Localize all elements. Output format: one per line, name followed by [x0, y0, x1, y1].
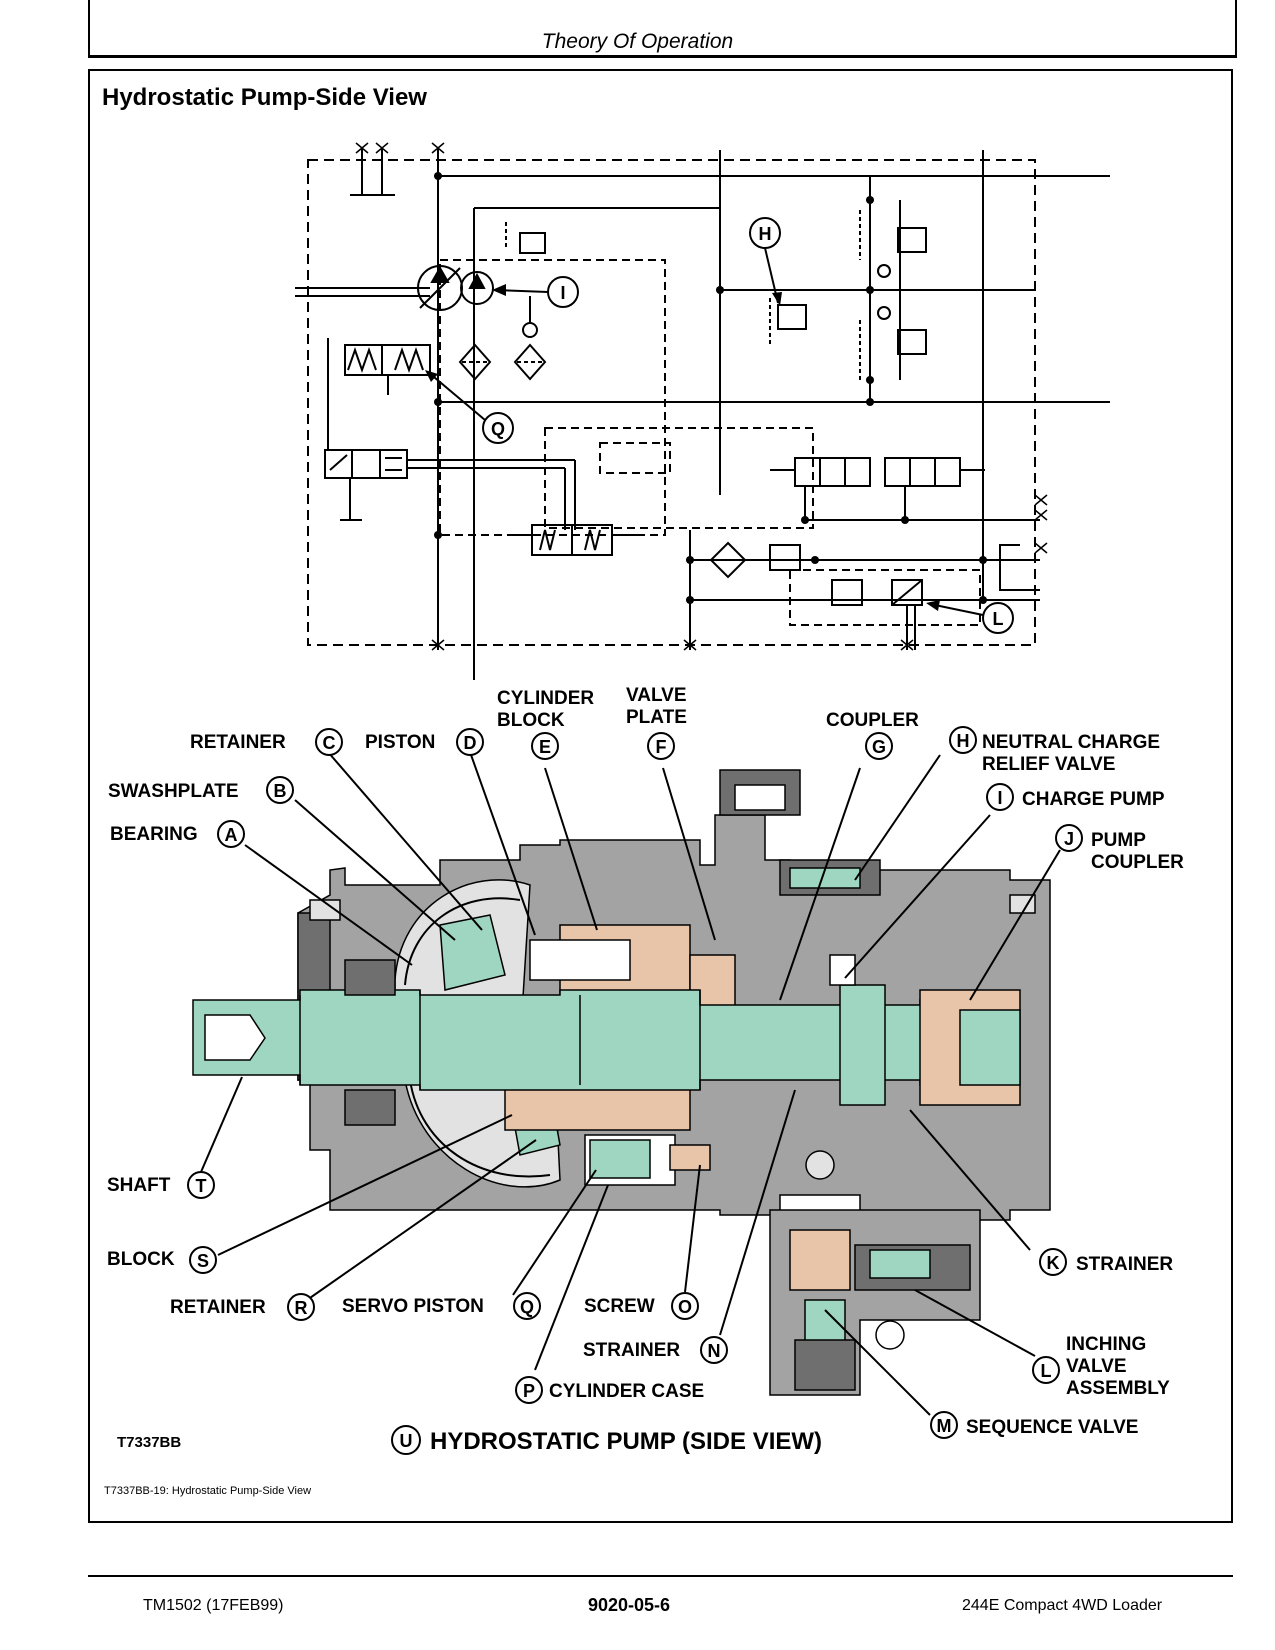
callout-l-label-1: INCHING	[1066, 1334, 1146, 1355]
callout-k-label: STRAINER	[1076, 1254, 1173, 1275]
callout-d-letter: D	[464, 733, 477, 753]
schematic-callout-q	[482, 412, 514, 444]
callout-g-label: COUPLER	[826, 710, 919, 731]
schematic-letter-i: I	[560, 283, 565, 303]
schematic-letter-q: Q	[491, 419, 505, 439]
callout-e-label-2: BLOCK	[497, 710, 565, 731]
callout-j-letter: J	[1064, 829, 1074, 849]
callout-p-letter: P	[523, 1381, 535, 1401]
callout-m-letter: M	[937, 1416, 952, 1436]
callout-i-label: CHARGE PUMP	[1022, 789, 1165, 810]
callout-l-label-2: VALVE	[1066, 1356, 1127, 1377]
callout-c-circle	[315, 728, 343, 756]
leader-lines	[200, 751, 1061, 1416]
section-header: Theory Of Operation	[541, 30, 734, 53]
main-label-letter: U	[400, 1431, 413, 1451]
callout-r-label: RETAINER	[170, 1297, 266, 1318]
main-label-text: HYDROSTATIC PUMP (SIDE VIEW)	[430, 1428, 822, 1455]
callout-l-label-3: ASSEMBLY	[1066, 1378, 1170, 1399]
hydraulic-schematic	[295, 142, 1110, 680]
footer-rule	[88, 1575, 1233, 1577]
callout-i-letter: I	[997, 788, 1002, 808]
schematic-letter-l: L	[993, 609, 1004, 629]
callout-h-label-2: RELIEF VALVE	[982, 754, 1115, 775]
callout-f-label-2: PLATE	[626, 707, 687, 728]
figure-frame	[88, 69, 1233, 1523]
callout-f-label-1: VALVE	[626, 685, 687, 706]
callout-g-letter: G	[872, 737, 886, 757]
header-frame	[88, 0, 1237, 58]
callout-c-label: RETAINER	[190, 732, 286, 753]
pump-cutaway	[192, 769, 1051, 1396]
callout-b-letter: B	[274, 781, 287, 801]
footer-model: 244E Compact 4WD Loader	[962, 1597, 1163, 1614]
schematic-callout-l	[982, 602, 1014, 634]
figure-caption: T7337BB-19: Hydrostatic Pump-Side View	[104, 1485, 311, 1497]
callout-o-letter: O	[678, 1297, 692, 1317]
callout-e-letter: E	[539, 737, 551, 757]
callout-o-label: SCREW	[584, 1296, 655, 1317]
callout-j-label-1: PUMP	[1091, 830, 1146, 851]
callout-t-letter: T	[196, 1176, 207, 1196]
callout-s-letter: S	[197, 1251, 209, 1271]
callout-d-label: PISTON	[365, 732, 435, 753]
callout-s-label: BLOCK	[107, 1249, 175, 1270]
callout-n-letter: N	[708, 1341, 721, 1361]
callout-p-label: CYLINDER CASE	[549, 1381, 704, 1402]
footer-manual-id: TM1502 (17FEB99)	[143, 1597, 284, 1614]
figure-title: Hydrostatic Pump-Side View	[102, 84, 427, 111]
callout-a-label: BEARING	[110, 824, 198, 845]
footer-page-number: 9020-05-6	[588, 1595, 671, 1615]
callout-c-letter: C	[323, 733, 336, 753]
callout-t-label: SHAFT	[107, 1175, 171, 1196]
callout-l-letter: L	[1041, 1361, 1052, 1381]
callout-r-letter: R	[295, 1298, 308, 1318]
shaft	[192, 989, 941, 1091]
callout-e-label-1: CYLINDER	[497, 688, 594, 709]
callout-k-letter: K	[1047, 1253, 1060, 1273]
callout-labels: RETAINER C PISTON D CYLINDER BLOCK E VAL…	[104, 685, 1184, 1497]
callout-j-label-2: COUPLER	[1091, 852, 1184, 873]
schematic-letter-h: H	[759, 224, 772, 244]
callout-q-letter: Q	[520, 1297, 534, 1317]
callout-m-label: SEQUENCE VALVE	[966, 1417, 1138, 1438]
callout-a-letter: A	[225, 825, 238, 845]
callout-h-label-1: NEUTRAL CHARGE	[982, 732, 1160, 753]
callout-n-label: STRAINER	[583, 1340, 680, 1361]
callout-b-label: SWASHPLATE	[108, 781, 239, 802]
callout-q-label: SERVO PISTON	[342, 1296, 484, 1317]
schematic-callouts: H I Q L	[425, 217, 1014, 634]
schematic-callout-i	[547, 276, 579, 308]
schematic-callout-h	[749, 217, 781, 249]
callout-h-letter: H	[957, 731, 970, 751]
image-code: T7337BB	[117, 1434, 181, 1451]
callout-f-letter: F	[656, 737, 667, 757]
